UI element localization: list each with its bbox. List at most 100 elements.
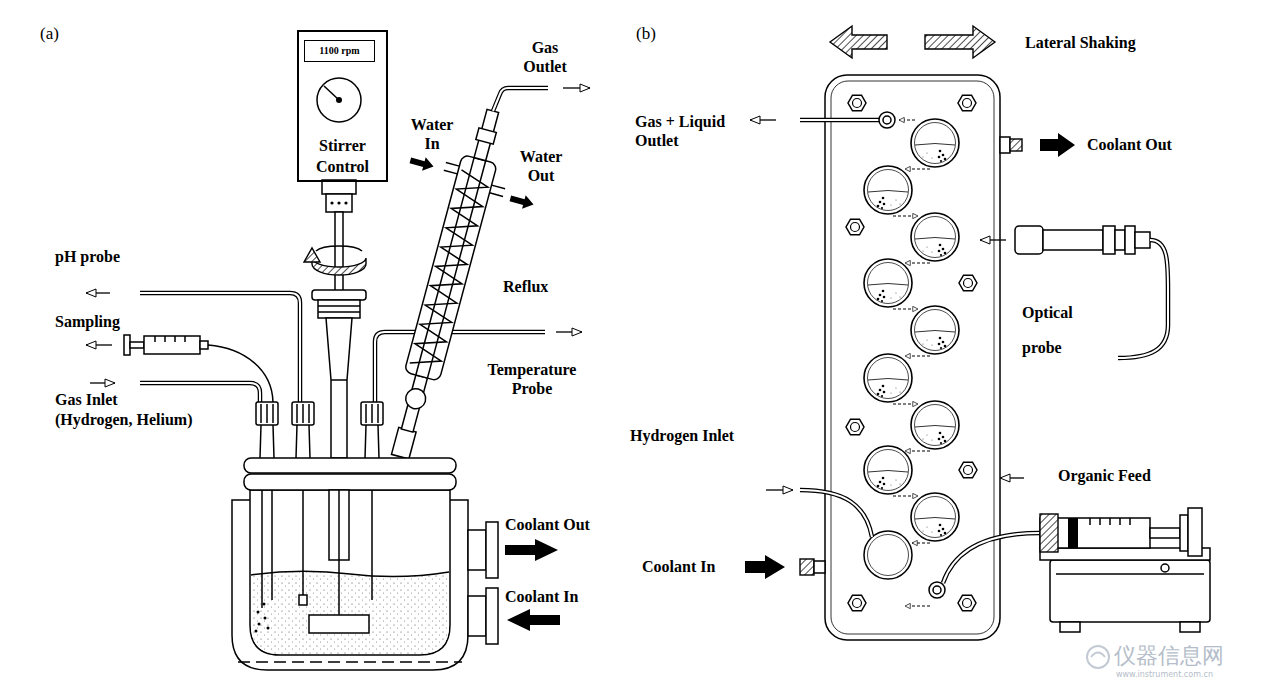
reactor-vessel: [255, 630, 258, 633]
optical-probe: [1043, 230, 1103, 250]
outlet-port: [879, 112, 895, 128]
probe-label: pH probe: [55, 247, 120, 266]
hydrogen-line: [800, 490, 872, 537]
hydrogen-line: [766, 489, 793, 490]
syringe-pump: [1060, 622, 1080, 632]
syringe-pump: [1090, 518, 1130, 525]
shaking-arrow: [830, 26, 887, 58]
syringe-pump: [933, 586, 941, 594]
plate-bolt: [958, 95, 976, 111]
reflux-condenser: [403, 387, 427, 411]
watermark: 仪器信息网: [1114, 643, 1224, 669]
stirrer-drive: [326, 194, 352, 212]
coolant-port: [486, 522, 498, 578]
panel-label: (b): [636, 24, 656, 43]
controller-box: Stirrer Control1100 rpm: [297, 30, 388, 182]
reactor-vessel: [309, 615, 369, 633]
reaction-chamber: [864, 446, 912, 494]
plate-bolt: [958, 595, 976, 611]
stirrer-knob: [317, 78, 361, 122]
stirrer-drive: [344, 201, 347, 204]
syringe-pump: [1161, 564, 1169, 572]
stirrer-drive: [335, 212, 343, 292]
flow-arrow: [912, 543, 930, 544]
reactor-vessel: [250, 490, 450, 655]
stirrer-drive: [337, 201, 340, 204]
reflux-condenser: [444, 163, 460, 174]
optical-probe: [1118, 240, 1168, 358]
syringe-pump: [1000, 477, 1024, 478]
sampling-syringe: [124, 335, 130, 355]
reaction-chamber: [911, 401, 959, 449]
port-label: Coolant In: [505, 587, 578, 606]
watermark-logo: [1087, 646, 1109, 668]
port-caps: [366, 404, 378, 423]
port-caps: [256, 402, 383, 458]
reactor-vessel: [338, 490, 340, 618]
stirrer-drive: [304, 248, 320, 262]
part-label: Reflux: [503, 277, 548, 296]
reactor-vessel: [251, 571, 449, 576]
reactor-vessel: [238, 661, 462, 663]
water-arrow: [409, 154, 436, 174]
flow-arrow: [905, 606, 930, 607]
port-label: Hydrogen Inlet: [630, 426, 734, 445]
port-caps: [260, 425, 274, 458]
ph-probe: [86, 292, 110, 293]
port-caps: [365, 425, 379, 458]
syringe-pump: [1056, 573, 1204, 575]
gas-inlet-tube: [140, 383, 260, 402]
plate-bolt: [848, 595, 866, 611]
stirrer-drive: [312, 290, 366, 300]
reaction-chamber: [864, 531, 912, 579]
flow-arrow: [905, 451, 930, 452]
syringe-pump: [1180, 515, 1188, 551]
ph-probe: [140, 293, 300, 402]
port-caps: [261, 404, 273, 423]
stirrer-knob: [336, 97, 342, 103]
port-caps: [292, 402, 314, 425]
syringe-pump: [929, 582, 945, 598]
watermark-logo: [1087, 646, 1109, 668]
flow-arrow: [905, 169, 930, 170]
coolant-fitting: [1000, 137, 1010, 153]
reflux-condenser: [490, 185, 506, 196]
reaction-chamber: [864, 259, 912, 307]
flow-arrow: [893, 496, 918, 497]
shaking-arrow: [925, 26, 995, 58]
plate-bolt: [846, 219, 864, 235]
ph-probe: [86, 293, 300, 402]
flow-arrow: [893, 216, 918, 217]
microreactor-plate: [825, 75, 1000, 640]
gas-inlet-tube: [140, 383, 260, 402]
watermark: www.instrument.com.cn: [1116, 670, 1213, 680]
probe-label: Sampling: [55, 312, 120, 331]
sampling-syringe: [86, 344, 112, 345]
reactor-vessel: [232, 458, 468, 670]
stirrer-drive: [330, 201, 333, 204]
reaction-chamber: [911, 306, 959, 354]
syringe-pump: [943, 533, 1040, 583]
plate-bolt: [959, 275, 977, 291]
reflux-condenser: [404, 155, 497, 382]
coolant-port: [507, 609, 560, 631]
reaction-chamber: [911, 119, 959, 167]
outlet-port: [750, 112, 895, 128]
gas-outlet-tube: [493, 88, 590, 111]
optical-probe: [1115, 230, 1125, 250]
stirrer-drive: [322, 180, 356, 194]
reaction-chamber: [864, 119, 959, 579]
plate-bolt: [959, 462, 977, 478]
gas-outlet-tube: [493, 88, 548, 111]
syringe-pump: [1188, 508, 1202, 556]
port-label: Gas Outlet: [523, 38, 567, 76]
panel-label: (a): [40, 24, 59, 43]
port-label: Water Out: [520, 147, 562, 185]
flow-arrow: [905, 263, 930, 264]
port-label: Coolant Out: [505, 515, 590, 534]
